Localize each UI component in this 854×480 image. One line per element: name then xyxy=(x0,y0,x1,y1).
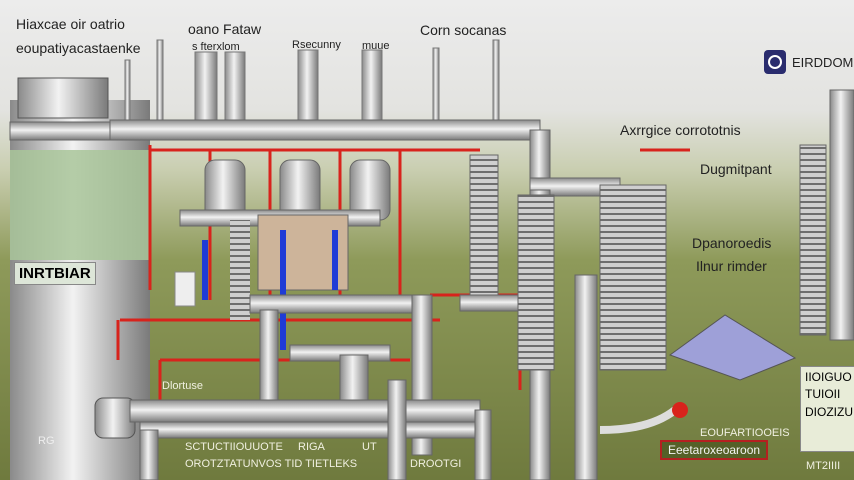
far-right-2: TUIOII xyxy=(805,387,841,402)
label-bottom-1b: RIGA xyxy=(298,441,325,453)
title-line1: Hiaxcae oir oatrio xyxy=(16,16,125,32)
diamond-plate xyxy=(668,314,797,381)
top-instruments xyxy=(124,39,500,133)
far-right-1: IIOIGUO xyxy=(805,370,852,384)
label-bottom-right-sub: EOUFARTIOOEIS xyxy=(700,427,790,439)
valve-manifold xyxy=(174,159,433,456)
title-line2: eoupatiyacastaenke xyxy=(16,40,141,56)
label-right-2: Dugmitpant xyxy=(700,161,772,177)
label-bottom-3: DROOTGI xyxy=(410,458,462,470)
heat-exchanger-coils xyxy=(459,89,854,434)
label-right-3: Dpanoroedis xyxy=(692,235,772,251)
label-bottom-right: Eeetaroxeoaroon xyxy=(660,440,769,460)
tank-small-label: RG xyxy=(38,435,55,447)
far-right-4: MT2IIII xyxy=(806,460,841,472)
label-top-c: Corn socanas xyxy=(420,22,507,38)
far-right-panel: IIOIGUO TUIOII DIOZIZU xyxy=(800,366,854,452)
tank-label: INRTBIAR xyxy=(14,262,96,285)
brand-name: EIRDDOM xyxy=(792,55,854,70)
label-top-a-sub: s fterxlom xyxy=(192,41,240,53)
brand-logo-icon xyxy=(764,50,786,74)
lower-pipes xyxy=(94,379,492,480)
label-left-bottom: Dlortuse xyxy=(162,380,203,392)
label-top-b-sub: muue xyxy=(362,40,390,52)
label-bottom-1c: UT xyxy=(362,441,377,453)
label-bottom-1: SCTUCTIIOUUOTE xyxy=(185,441,283,453)
label-right-1: Axrrgice corrototnis xyxy=(620,122,741,138)
label-top-a: oano Fataw xyxy=(188,21,262,37)
label-top-b: Rsecunny xyxy=(292,39,341,51)
far-right-3: DIOZIZU xyxy=(805,404,853,419)
label-right-4: Ilnur rimder xyxy=(696,258,767,274)
label-bottom-2: OROTZTATUNVOS TID TIETLEKS xyxy=(185,458,358,470)
